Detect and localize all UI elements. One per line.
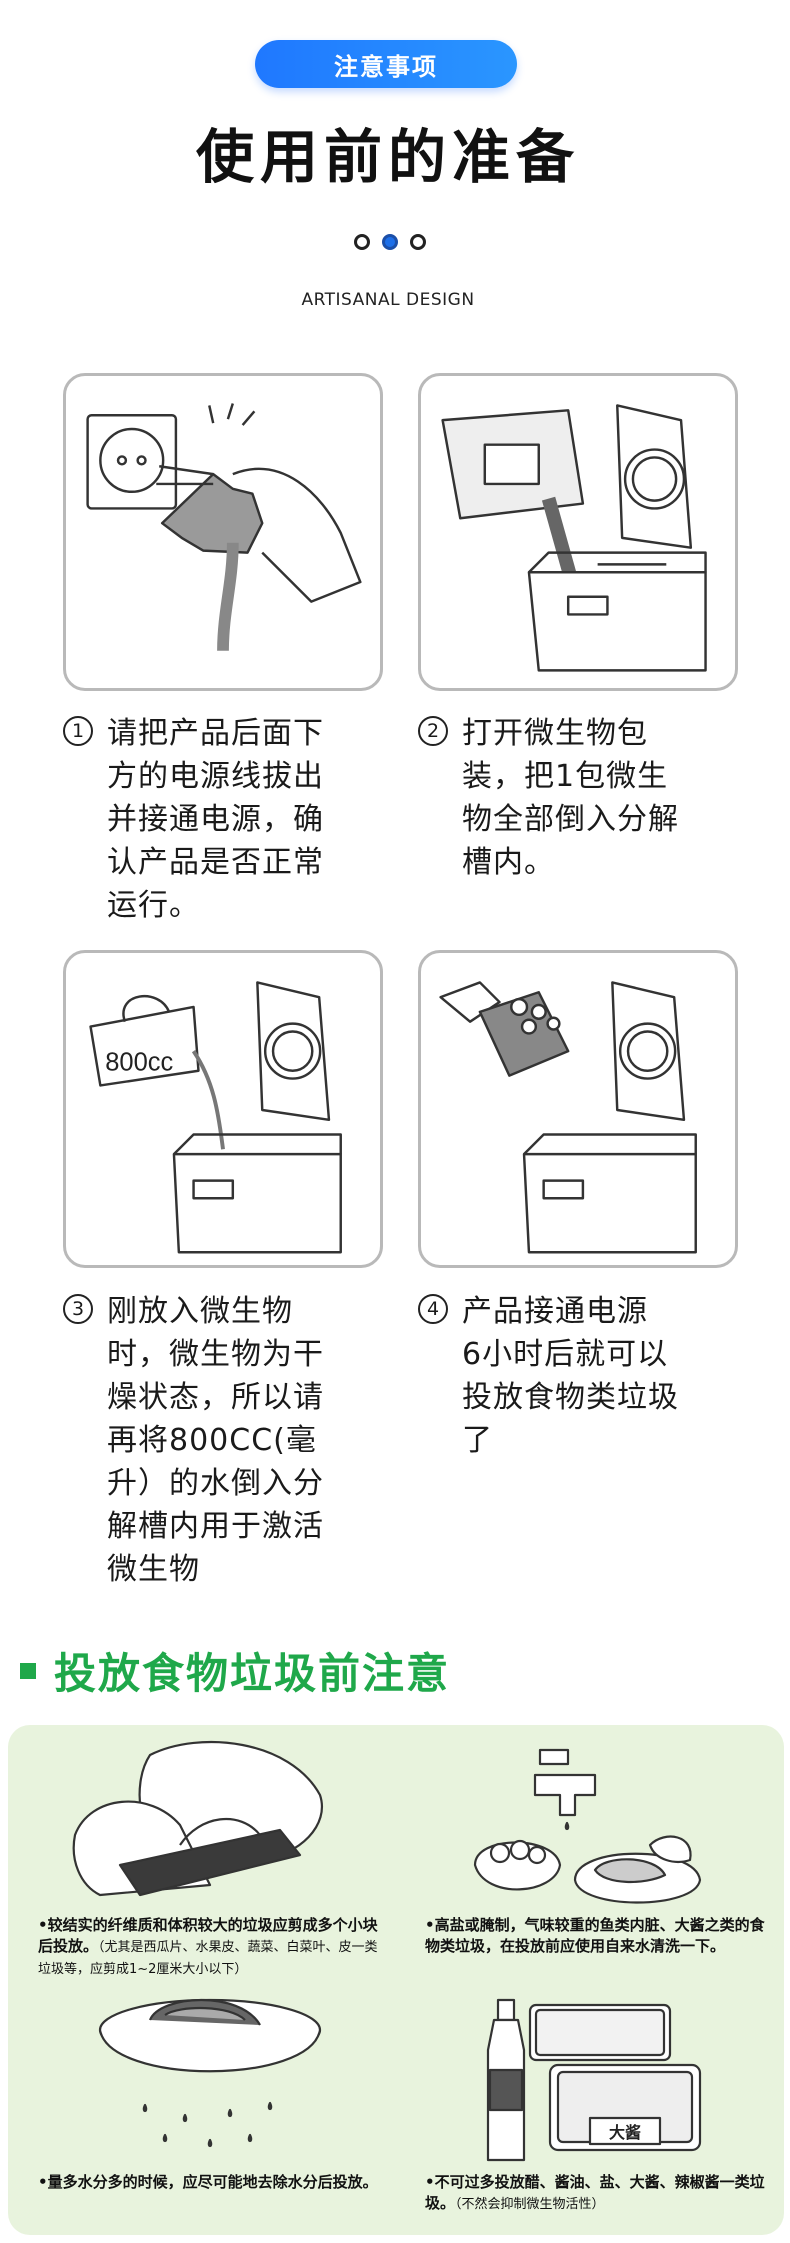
step-3-illustration: 800cc	[63, 950, 383, 1268]
step-1-line: 认产品是否正常	[107, 845, 324, 880]
indicator-dot	[354, 234, 370, 250]
step-2: 2 打开微生物包 装，把1包微生 物全部倒入分解 槽内。	[418, 712, 679, 884]
notice-pill: 注意事项	[255, 40, 517, 88]
page-subtitle: ARTISANAL DESIGN	[301, 290, 475, 310]
step-4: 4 产品接通电源 6小时后就可以 投放食物类垃圾 了	[418, 1290, 679, 1462]
note-moisture: •量多水分多的时候，应尽可能地去除水分后投放。	[38, 2172, 398, 2193]
cup-label: 800cc	[105, 1049, 173, 1077]
step-3-line: 再将800CC(毫	[107, 1423, 317, 1458]
step-2-line: 打开微生物包	[462, 716, 648, 751]
section-title: 投放食物垃圾前注意	[54, 1649, 451, 1698]
step-3-line: 微生物	[107, 1552, 200, 1587]
step-1-illustration	[63, 373, 383, 691]
step-1-line: 方的电源线拔出	[107, 759, 324, 794]
condiment-jar-icon: 大酱	[486, 1998, 702, 2162]
faucet-food-illustration	[465, 1735, 725, 1910]
step-2-line: 物全部倒入分解	[462, 802, 679, 837]
food-waste-notes-heading: 投放食物垃圾前注意	[20, 1640, 450, 1701]
notice-pill-label: 注意事项	[334, 52, 438, 81]
step-1-line: 运行。	[107, 888, 200, 923]
step-3-line: 升）的水倒入分	[107, 1466, 324, 1501]
microbe-pack-icon	[441, 404, 707, 672]
note-fiber-detail: （尤其是西瓜片、水果皮、蔬菜、白菜叶、皮一类垃圾等，应剪成1~2厘米大小以下）	[38, 1940, 378, 1977]
jar-label: 大酱	[609, 2123, 641, 2142]
step-1-number: 1	[63, 716, 93, 746]
plug-socket-icon	[86, 403, 362, 651]
cabbage-icon	[72, 1740, 323, 1897]
note-salty: •高盐或腌制，气味较重的鱼类内脏、大酱之类的食物类垃圾，在投放前应使用自来水清洗…	[425, 1915, 765, 1957]
step-2-illustration	[418, 373, 738, 691]
page-indicator	[350, 232, 430, 252]
step-4-line: 投放食物类垃圾	[462, 1380, 679, 1415]
step-1-line: 请把产品后面下	[107, 716, 324, 751]
step-3: 3 刚放入微生物 时，微生物为干 燥状态，所以请 再将800CC(毫 升）的水倒…	[63, 1290, 324, 1591]
note-condiments: •不可过多投放醋、酱油、盐、大酱、辣椒酱一类垃圾。（不然会抑制微生物活性）	[425, 2172, 770, 2215]
step-3-line: 刚放入微生物	[107, 1294, 293, 1329]
step-3-number: 3	[63, 1294, 93, 1324]
step-1: 1 请把产品后面下 方的电源线拔出 并接通电源，确 认产品是否正常 运行。	[63, 712, 324, 927]
faucet-icon	[473, 1748, 702, 1904]
page-title: 使用前的准备	[195, 123, 580, 191]
note-condiments-main: •不可过多投放醋、酱油、盐、大酱、辣椒酱一类垃圾。	[425, 2173, 765, 2212]
step-3-line: 燥状态，所以请	[107, 1380, 324, 1415]
step-2-line: 装，把1包微生	[462, 759, 669, 794]
step-2-number: 2	[418, 716, 448, 746]
note-salty-main: •高盐或腌制，气味较重的鱼类内脏、大酱之类的食物类垃圾，在投放前应使用自来水清洗…	[425, 1916, 765, 1955]
indicator-dot-active	[382, 234, 398, 250]
step-4-line: 了	[462, 1423, 493, 1458]
note-fiber: •较结实的纤维质和体积较大的垃圾应剪成多个小块后投放。（尤其是西瓜片、水果皮、蔬…	[38, 1915, 378, 1980]
cabbage-illustration	[60, 1735, 360, 1910]
indicator-dot	[410, 234, 426, 250]
step-3-line: 时，微生物为干	[107, 1337, 324, 1372]
note-fiber-main: •较结实的纤维质和体积较大的垃圾应剪成多个小块后投放。	[38, 1916, 378, 1955]
note-condiments-detail: （不然会抑制微生物活性）	[455, 2197, 605, 2212]
condiments-illustration: 大酱	[480, 1990, 720, 2165]
step-1-line: 并接通电源，确	[107, 802, 324, 837]
step-4-line: 6小时后就可以	[462, 1337, 669, 1372]
colander-icon	[98, 1998, 322, 2148]
note-moisture-main: •量多水分多的时候，应尽可能地去除水分后投放。	[38, 2173, 378, 2191]
step-3-line: 解槽内用于激活	[107, 1509, 324, 1544]
section-marker	[20, 1662, 36, 1679]
colander-illustration	[90, 1985, 330, 2160]
food-bin-icon	[439, 981, 697, 1254]
step-4-illustration	[418, 950, 738, 1268]
step-4-number: 4	[418, 1294, 448, 1324]
step-2-line: 槽内。	[462, 845, 555, 880]
water-cup-icon: 800cc	[89, 981, 342, 1254]
step-4-line: 产品接通电源	[462, 1294, 648, 1329]
